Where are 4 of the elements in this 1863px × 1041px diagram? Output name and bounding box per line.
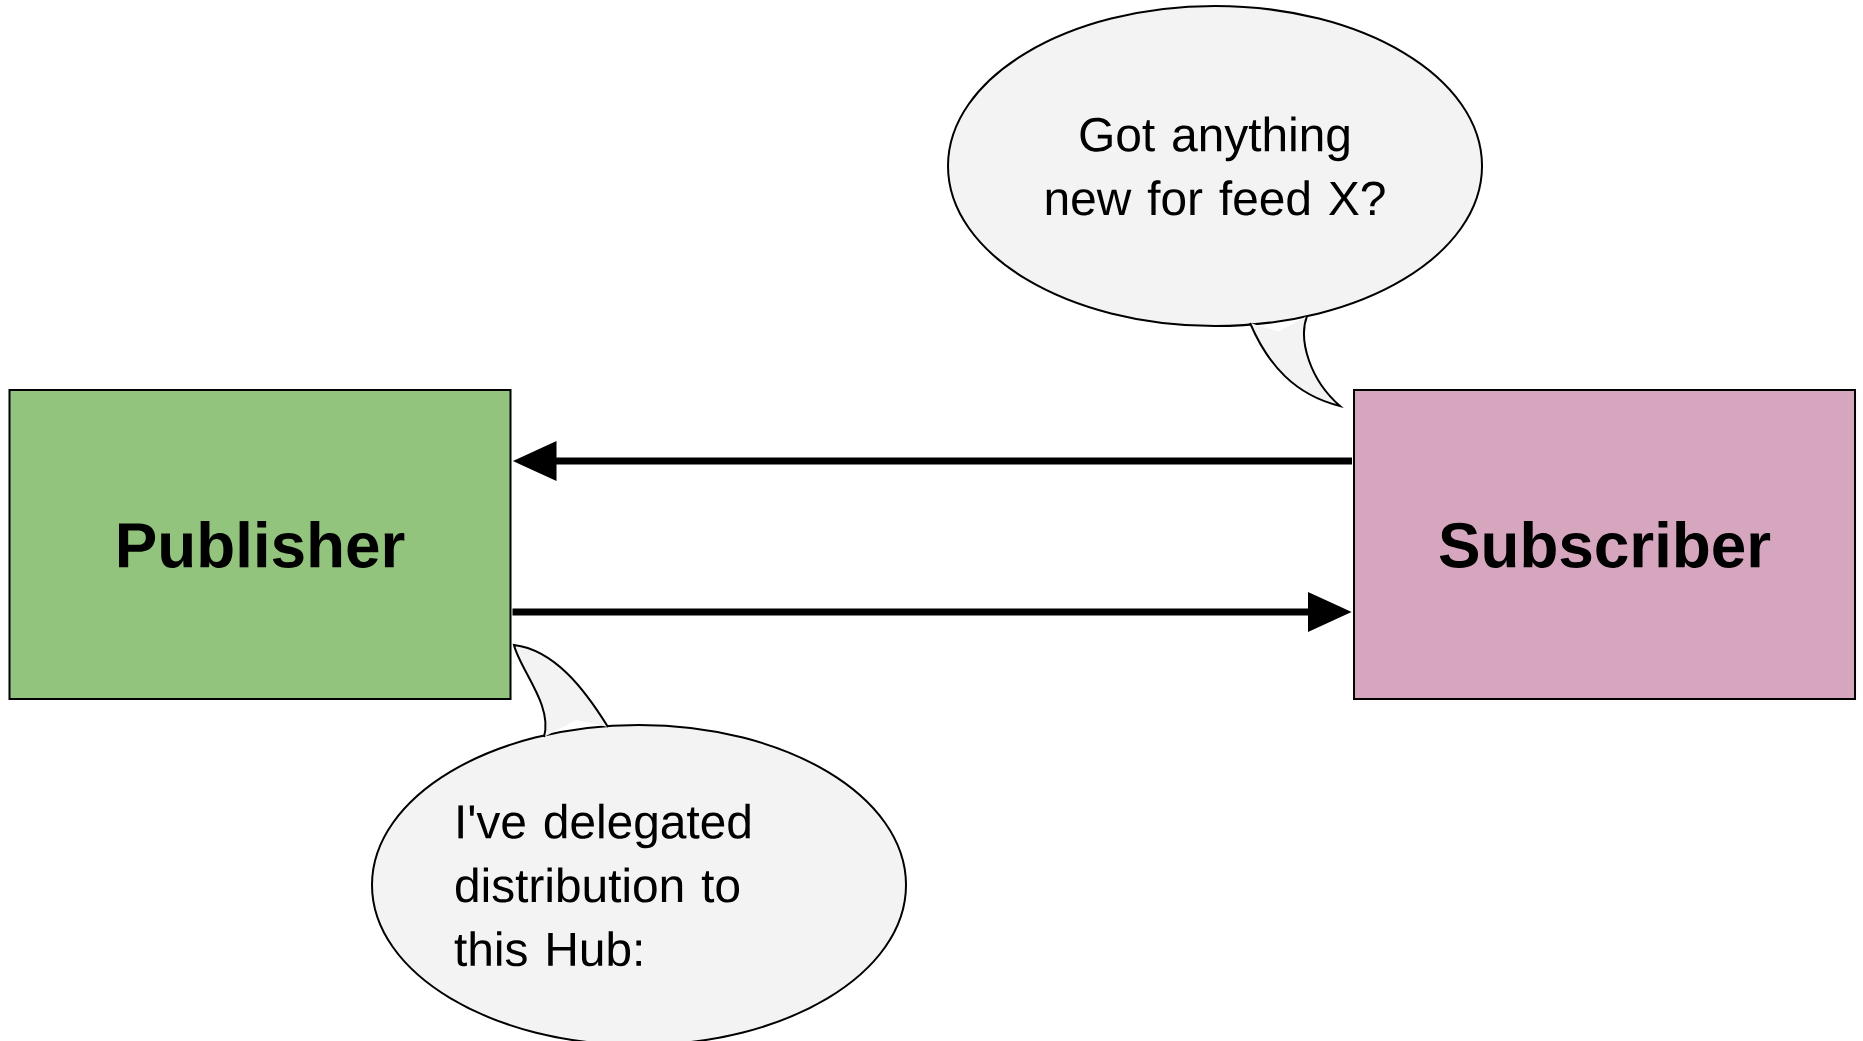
process-box: Subscriber	[1353, 389, 1856, 700]
process-box: Publisher	[8, 389, 512, 700]
speech-bubble: Got anything new for feed X?	[947, 5, 1483, 407]
speech-bubble: I've delegated distribution to this Hub:	[371, 644, 907, 1041]
